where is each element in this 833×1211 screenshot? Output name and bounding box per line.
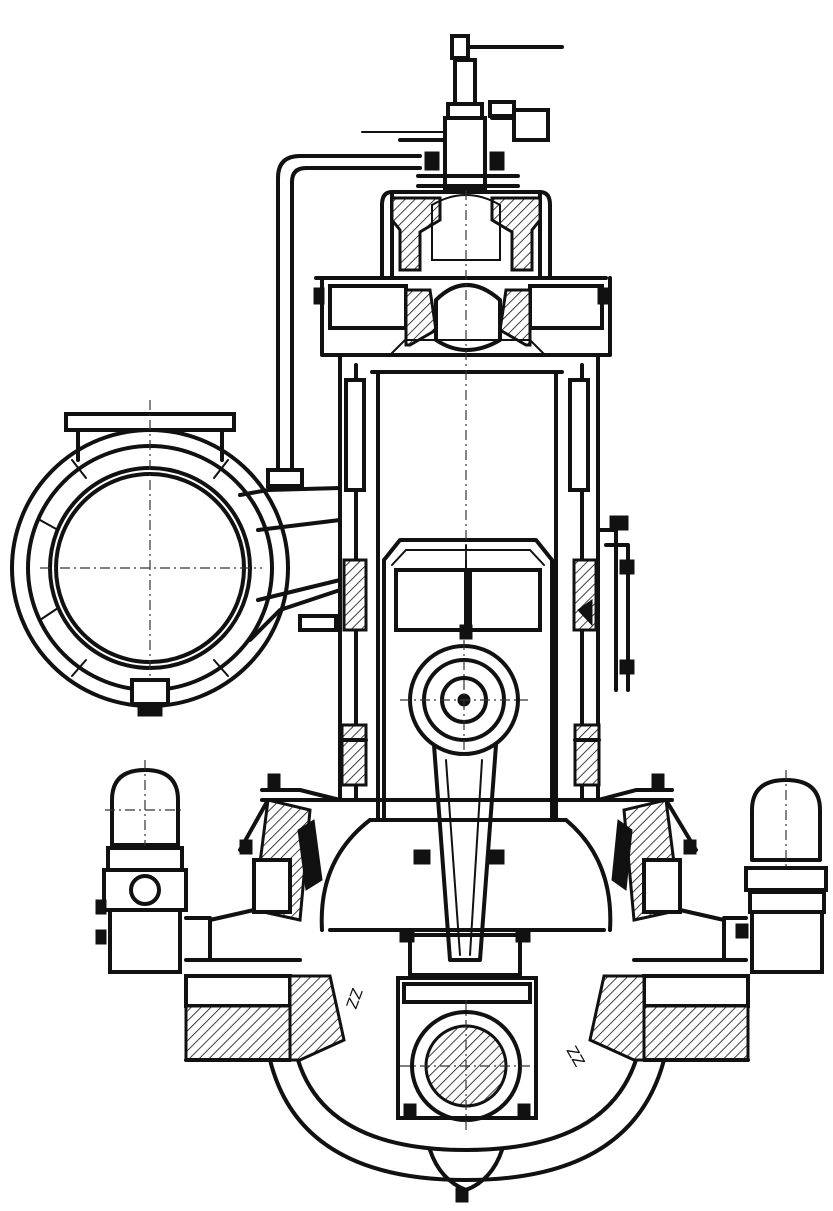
cylinder-head xyxy=(313,190,612,357)
air-pipe xyxy=(266,154,422,488)
connecting-rod xyxy=(400,640,528,977)
left-bracket xyxy=(208,773,342,922)
exhaust-manifold xyxy=(10,400,342,720)
right-bracket xyxy=(596,773,726,922)
crankcase-frame xyxy=(260,798,674,943)
right-lubricator xyxy=(722,770,828,974)
bedplate xyxy=(184,958,750,1203)
dimension-label-right: ZZ xyxy=(563,1043,589,1070)
fuel-valve-assembly xyxy=(361,34,564,190)
left-lubricator xyxy=(95,760,212,974)
lubricator-pipe xyxy=(577,515,635,692)
dimension-label-left: ZZ xyxy=(343,986,367,1011)
